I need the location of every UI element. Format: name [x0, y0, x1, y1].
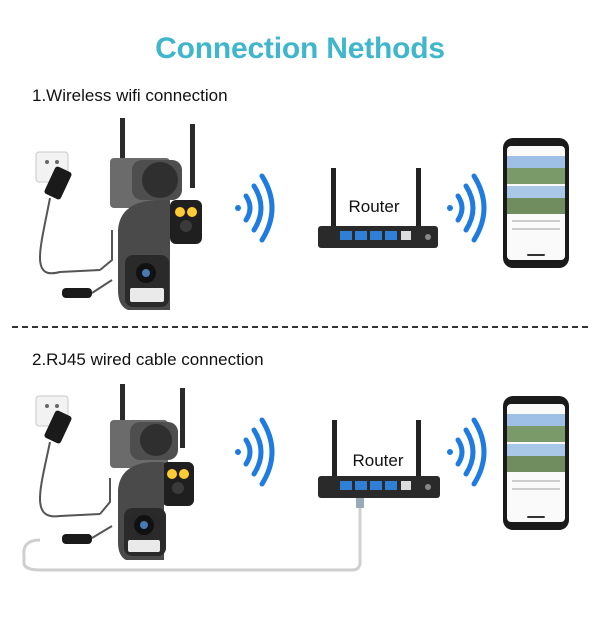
wifi-waves-icon — [235, 173, 275, 243]
power-plug-icon — [35, 151, 72, 200]
smartphone-icon — [503, 138, 569, 268]
section-divider — [12, 326, 588, 328]
wireless-connection-scene: Router — [35, 118, 569, 310]
section-2-label: 2.RJ45 wired cable connection — [32, 350, 264, 369]
page-title: Connection Nethods — [155, 32, 445, 65]
camera-icon — [110, 384, 194, 560]
wifi-waves-icon — [447, 173, 487, 243]
smartphone-icon — [503, 396, 569, 530]
router-label-1: Router — [348, 197, 399, 216]
router-label-2: Router — [352, 451, 403, 470]
section-1-label: 1.Wireless wifi connection — [32, 86, 228, 105]
router-icon — [318, 168, 438, 248]
ethernet-cable — [22, 504, 362, 572]
wifi-waves-icon — [447, 417, 487, 487]
wifi-waves-icon — [235, 417, 275, 487]
camera-icon — [110, 118, 202, 310]
wired-connection-scene: Router — [22, 384, 569, 572]
router-icon — [318, 420, 440, 498]
power-plug-icon — [35, 395, 72, 444]
